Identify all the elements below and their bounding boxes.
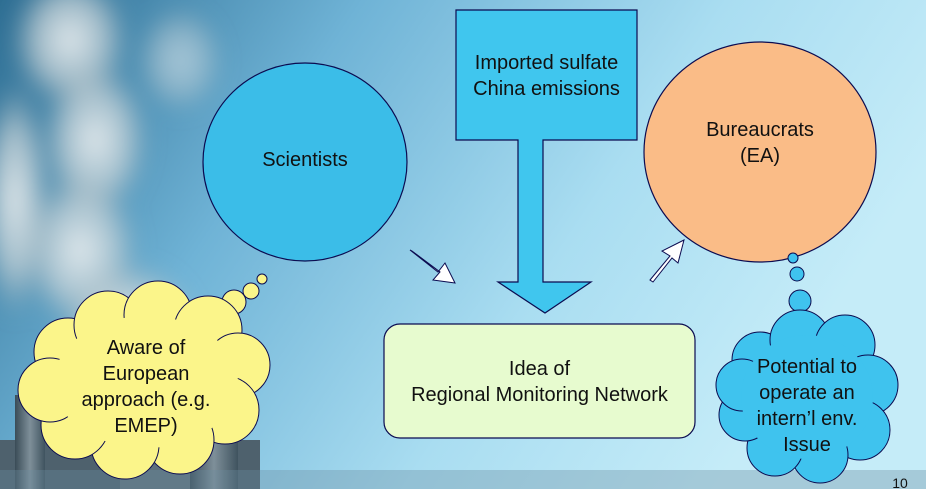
idea-line-1: Idea of [508, 358, 571, 380]
imported-sulfate-callout [455, 9, 638, 314]
scientists-thought-cloud [17, 273, 271, 480]
idea-node [383, 323, 696, 439]
scientists-node [202, 62, 408, 262]
arrow-scientists-to-idea [409, 249, 456, 284]
bureaucrats-node [643, 41, 877, 263]
bureaucrats-line-2: (EA) [740, 145, 780, 167]
bureaucrats-thought-line-1: Potential to [756, 356, 858, 378]
page-number: 10 [892, 475, 908, 489]
scientists-thought-line-4: EMEP) [114, 415, 178, 437]
scientists-thought-line-3: approach (e.g. [81, 389, 211, 411]
imported-line-2: China emissions [473, 78, 620, 100]
scientists-text: Scientists [262, 149, 348, 171]
scientists-label: Scientists [205, 147, 405, 173]
scientists-thought-line-1: Aware of [106, 337, 186, 359]
imported-line-1: Imported sulfate [474, 52, 619, 74]
arrow-idea-to-bureaucrats [649, 239, 685, 283]
idea-label: Idea of Regional Monitoring Network [384, 356, 695, 408]
bureaucrats-thought-line-2: operate an [759, 382, 855, 404]
idea-line-2: Regional Monitoring Network [411, 384, 668, 406]
bureaucrats-thought-label: Potential to operate an intern’l env. Is… [737, 354, 877, 458]
bureaucrats-thought-line-3: intern’l env. [756, 408, 858, 430]
imported-sulfate-label: Imported sulfate China emissions [456, 50, 637, 102]
bureaucrats-line-1: Bureaucrats [706, 119, 814, 141]
bureaucrats-thought-line-4: Issue [783, 434, 831, 456]
scientists-thought-label: Aware of European approach (e.g. EMEP) [76, 335, 216, 439]
bureaucrats-thought-cloud [715, 252, 899, 484]
bureaucrats-label: Bureaucrats (EA) [660, 117, 860, 169]
scientists-thought-line-2: European [102, 363, 190, 385]
